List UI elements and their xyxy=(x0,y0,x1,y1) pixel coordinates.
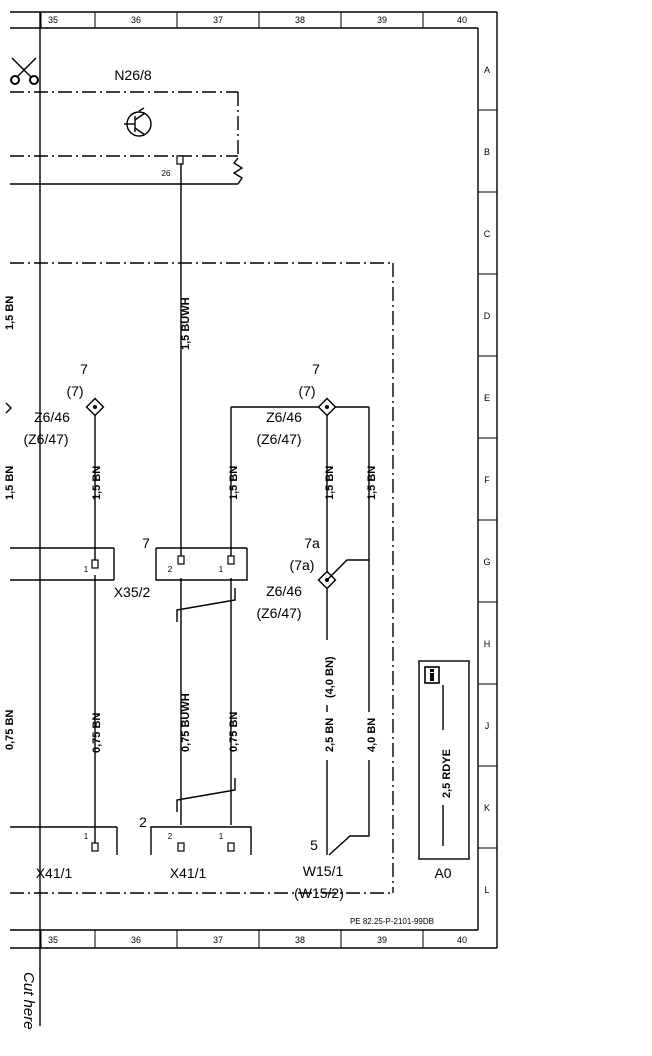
ref-label: 7 xyxy=(312,361,320,377)
connector-x35-2-left: 1 X35/2 xyxy=(10,547,151,600)
splice-z6-46-left: 7 (7) Z6/46 (Z6/47) 1,5 BN 0,75 BN xyxy=(23,361,105,845)
component-label: A0 xyxy=(434,865,451,881)
wire-label: 2,5 BN xyxy=(324,718,336,752)
pin-label: 2 xyxy=(168,832,173,841)
wire-label: 0,75 BN xyxy=(91,713,103,753)
transistor-icon xyxy=(124,107,152,137)
pin-label: 1 xyxy=(84,565,89,574)
col-label: 37 xyxy=(213,15,223,25)
ref-label: (7) xyxy=(66,383,83,399)
pin-label: 1 xyxy=(219,565,224,574)
wire-label: 1,5 BN xyxy=(4,466,16,500)
col-label: 40 xyxy=(457,935,467,945)
wire-label: 0,75 BUWH xyxy=(180,693,192,752)
row-label: A xyxy=(484,65,490,75)
component-label: (Z6/47) xyxy=(256,605,301,621)
grid-column-labels-top: 35 36 37 38 39 40 xyxy=(48,15,467,25)
row-label: K xyxy=(484,803,490,813)
col-label: 35 xyxy=(48,935,58,945)
ref-label: 5 xyxy=(310,837,318,853)
row-label: C xyxy=(484,229,491,239)
ref-label: 7 xyxy=(142,535,150,551)
wire-label: 2,5 RDYE xyxy=(441,749,453,798)
wire-label: 1,5 BN xyxy=(366,466,378,500)
col-label: 35 xyxy=(48,15,58,25)
grid-row-labels: A B C D E F G H J K L xyxy=(483,65,490,895)
component-label: X41/1 xyxy=(36,865,73,881)
col-label: 39 xyxy=(377,15,387,25)
wire-label: 0,75 BN xyxy=(4,710,16,750)
row-label: D xyxy=(484,311,491,321)
component-label: (Z6/47) xyxy=(23,431,68,447)
col-label: 36 xyxy=(131,15,141,25)
wire-label: 0,75 BN xyxy=(228,712,240,752)
pin-label: 1 xyxy=(84,832,89,841)
row-label: F xyxy=(484,475,490,485)
component-label: Z6/46 xyxy=(266,409,302,425)
wire-label: 1,5 BN xyxy=(228,466,240,500)
pin-label: 26 xyxy=(162,169,171,178)
wire-buwh: 1,5 BUWH 0,75 BUWH xyxy=(180,164,192,825)
wire-label: 1,5 BUWH xyxy=(180,297,192,350)
connector-x41-1-left: 1 X41/1 xyxy=(10,826,118,881)
row-label: H xyxy=(484,639,491,649)
enclosure-boundary xyxy=(10,262,394,894)
connector-x41-1-mid: 2 2 1 X41/1 xyxy=(139,814,252,881)
component-label: Z6/46 xyxy=(266,583,302,599)
wire-label: 1,5 BN xyxy=(324,466,336,500)
col-label: 40 xyxy=(457,15,467,25)
col-label: 38 xyxy=(295,15,305,25)
row-label: B xyxy=(484,147,490,157)
pin-label: 2 xyxy=(168,565,173,574)
ref-label: (7a) xyxy=(290,557,315,573)
col-label: 39 xyxy=(377,935,387,945)
col-label: 38 xyxy=(295,935,305,945)
component-label: Z6/46 xyxy=(34,409,70,425)
pin-label: 1 xyxy=(219,832,224,841)
wire-label: 1,5 BN xyxy=(91,466,103,500)
grid-column-labels-bottom: 35 36 37 38 39 40 xyxy=(48,935,467,945)
ground-w15-1: 5 W15/1 (W15/2) xyxy=(294,837,344,901)
box-a0: 2,5 RDYE A0 xyxy=(418,660,470,881)
col-label: 36 xyxy=(131,935,141,945)
document-code: PE 82.25-P-2101-99DB xyxy=(350,917,434,926)
component-label: (Z6/47) xyxy=(256,431,301,447)
splice-z6-46-right: 7 (7) Z6/46 (Z6/47) 1,5 BN 1,5 BN 1,5 BN xyxy=(228,361,378,572)
scissors-icon xyxy=(10,57,39,85)
ref-label: (7) xyxy=(298,383,315,399)
component-label: N26/8 xyxy=(114,67,152,83)
ref-label: 7a xyxy=(304,535,320,551)
row-label: J xyxy=(485,721,490,731)
component-label: X35/2 xyxy=(114,584,151,600)
component-label: (W15/2) xyxy=(294,885,344,901)
info-icon xyxy=(424,666,440,684)
wire-label: (4,0 BN) xyxy=(324,656,336,698)
edge-fragments: 1,5 BN 1,5 BN 0,75 BN xyxy=(4,296,16,750)
cut-here-label: Cut here xyxy=(20,972,37,1030)
ref-label: 2 xyxy=(139,814,147,830)
module-n26-8: N26/8 26 xyxy=(10,67,244,185)
row-label: E xyxy=(484,393,490,403)
component-label: X41/1 xyxy=(170,865,207,881)
col-label: 37 xyxy=(213,935,223,945)
connector-x35-2-right: 7 2 1 0,75 BN xyxy=(142,535,248,825)
component-label: W15/1 xyxy=(303,863,344,879)
ref-label: 7 xyxy=(80,361,88,377)
row-label: G xyxy=(483,557,490,567)
wire-label: 1,5 BN xyxy=(4,296,16,330)
wire-label: 4,0 BN xyxy=(366,718,378,752)
splice-7a: 7a (7a) Z6/46 (Z6/47) (4,0 BN) 2,5 BN 4,… xyxy=(256,535,378,856)
sheet-frame xyxy=(10,11,498,1026)
row-label: L xyxy=(484,885,489,895)
